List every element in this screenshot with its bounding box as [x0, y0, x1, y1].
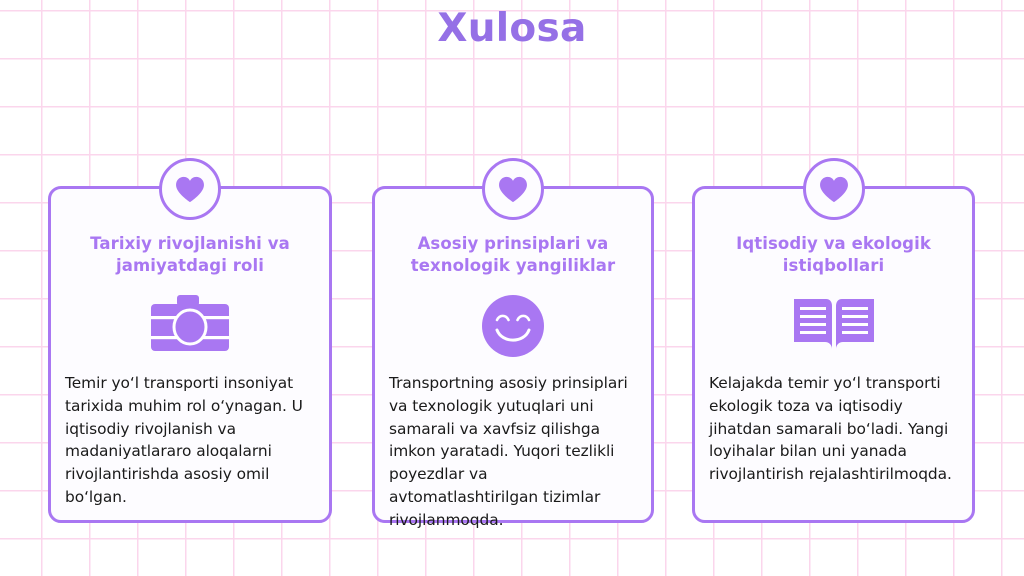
- camera-icon-wrap: [51, 295, 329, 355]
- heart-icon: [819, 176, 849, 203]
- open-book-icon-wrap: [695, 297, 972, 355]
- camera-icon: [151, 295, 229, 355]
- card-body-text: Transportning asosiy prinsiplari va texn…: [389, 374, 628, 529]
- smiley-face-icon: [482, 295, 544, 361]
- card-body-text: Temir yo‘l transporti insoniyat tarixida…: [65, 374, 303, 506]
- heart-icon: [175, 176, 205, 203]
- heart-badge: [802, 158, 865, 220]
- card-title: Tarixiy rivojlanishi va jamiyatdagi roli: [90, 234, 290, 275]
- card-body-text: Kelajakda temir yo‘l transporti ekologik…: [709, 374, 952, 484]
- info-card-historical[interactable]: Tarixiy rivojlanishi va jamiyatdagi roli…: [48, 158, 332, 523]
- open-book-icon: [792, 295, 876, 357]
- card-title: Asosiy prinsiplari va texnologik yangili…: [410, 234, 616, 275]
- info-card-principles[interactable]: Asosiy prinsiplari va texnologik yangili…: [372, 158, 654, 529]
- page-title: Xulosa: [437, 6, 587, 51]
- info-card-economic[interactable]: Iqtisodiy va ekologik istiqbollari Kelaj…: [692, 158, 975, 523]
- card-title: Iqtisodiy va ekologik istiqbollari: [736, 234, 931, 275]
- heart-icon: [498, 176, 528, 203]
- heart-badge: [159, 158, 221, 220]
- smiley-face-icon-wrap: [375, 295, 651, 361]
- heart-badge: [482, 158, 544, 220]
